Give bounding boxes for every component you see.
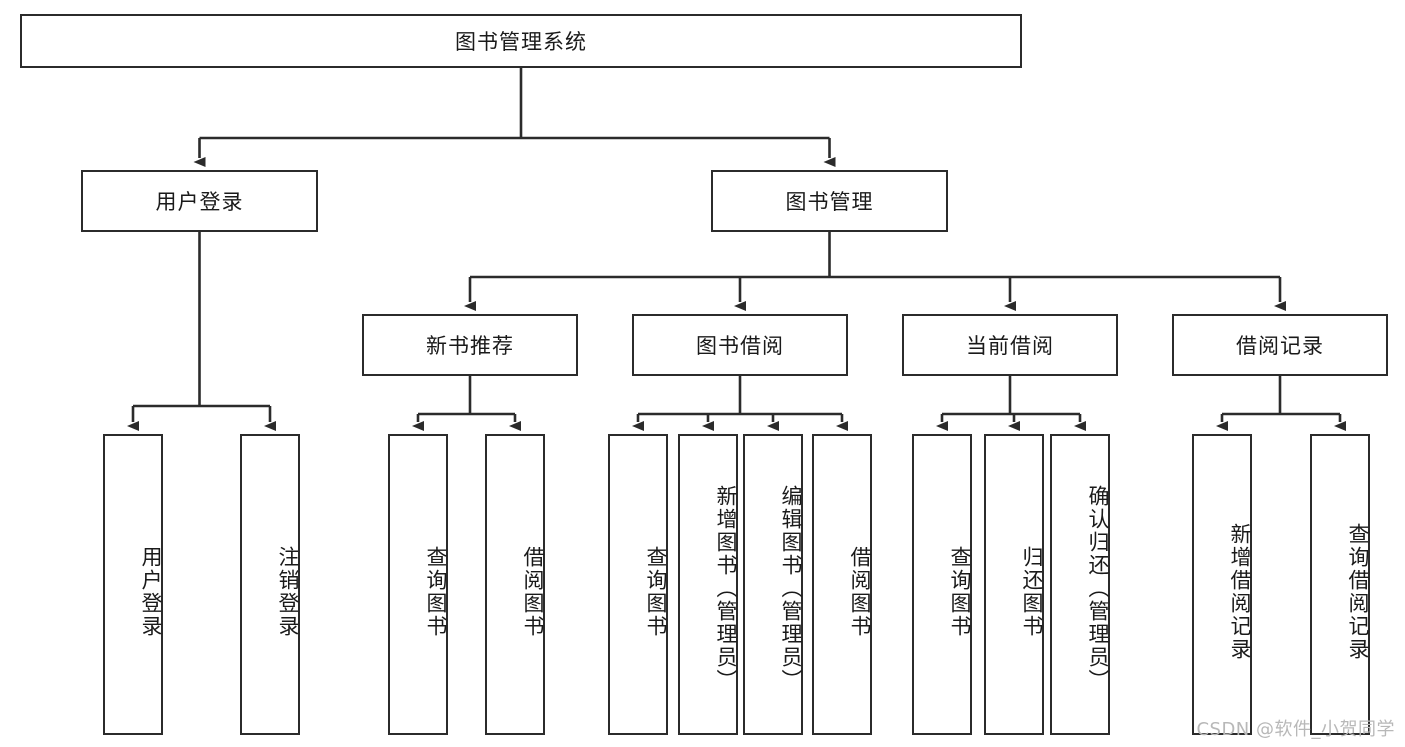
node-leaf-query-book-3[interactable]: 查询图书 [912,434,972,735]
node-label: 用户登录 [155,190,244,214]
node-leaf-borrow-book-1[interactable]: 借阅图书 [485,434,545,735]
node-label: 注销登录 [276,545,300,638]
node-label: 新增图书（管理员） [714,485,738,692]
node-borrow-record[interactable]: 借阅记录 [1172,314,1388,376]
node-label: 借阅图书 [848,545,872,638]
node-leaf-user-login[interactable]: 用户登录 [103,434,163,735]
node-current-borrow[interactable]: 当前借阅 [902,314,1118,376]
node-leaf-query-borrow-record[interactable]: 查询借阅记录 [1310,434,1370,735]
node-label: 图书管理系统 [455,30,587,54]
node-label: 当前借阅 [966,334,1054,358]
node-user-login[interactable]: 用户登录 [81,170,318,232]
node-label: 借阅记录 [1236,334,1324,358]
node-label: 新书推荐 [426,334,514,358]
node-leaf-confirm-return-admin[interactable]: 确认归还（管理员） [1050,434,1110,735]
node-leaf-logout-login[interactable]: 注销登录 [240,434,300,735]
node-book-management[interactable]: 图书管理 [711,170,948,232]
node-label: 查询图书 [644,545,668,638]
node-label: 查询图书 [424,545,448,638]
node-leaf-query-book-2[interactable]: 查询图书 [608,434,668,735]
node-leaf-add-book-admin[interactable]: 新增图书（管理员） [678,434,738,735]
node-leaf-add-borrow-record[interactable]: 新增借阅记录 [1192,434,1252,735]
node-label: 查询借阅记录 [1346,522,1370,661]
node-label: 归还图书 [1020,545,1044,638]
node-leaf-borrow-book-2[interactable]: 借阅图书 [812,434,872,735]
node-book-borrow[interactable]: 图书借阅 [632,314,848,376]
node-label: 用户登录 [139,545,163,638]
node-new-book-recommend[interactable]: 新书推荐 [362,314,578,376]
node-leaf-query-book-1[interactable]: 查询图书 [388,434,448,735]
csdn-watermark: CSDN @软件_小贺同学 [1196,719,1395,740]
node-label: 编辑图书（管理员） [779,485,803,692]
node-label: 新增借阅记录 [1228,522,1252,661]
node-label: 确认归还（管理员） [1086,485,1110,692]
node-leaf-return-book[interactable]: 归还图书 [984,434,1044,735]
root-node-book-management-system[interactable]: 图书管理系统 [20,14,1022,68]
node-label: 图书借阅 [696,334,784,358]
node-label: 查询图书 [948,545,972,638]
node-label: 图书管理 [785,190,874,214]
node-leaf-edit-book-admin[interactable]: 编辑图书（管理员） [743,434,803,735]
node-label: 借阅图书 [521,545,545,638]
